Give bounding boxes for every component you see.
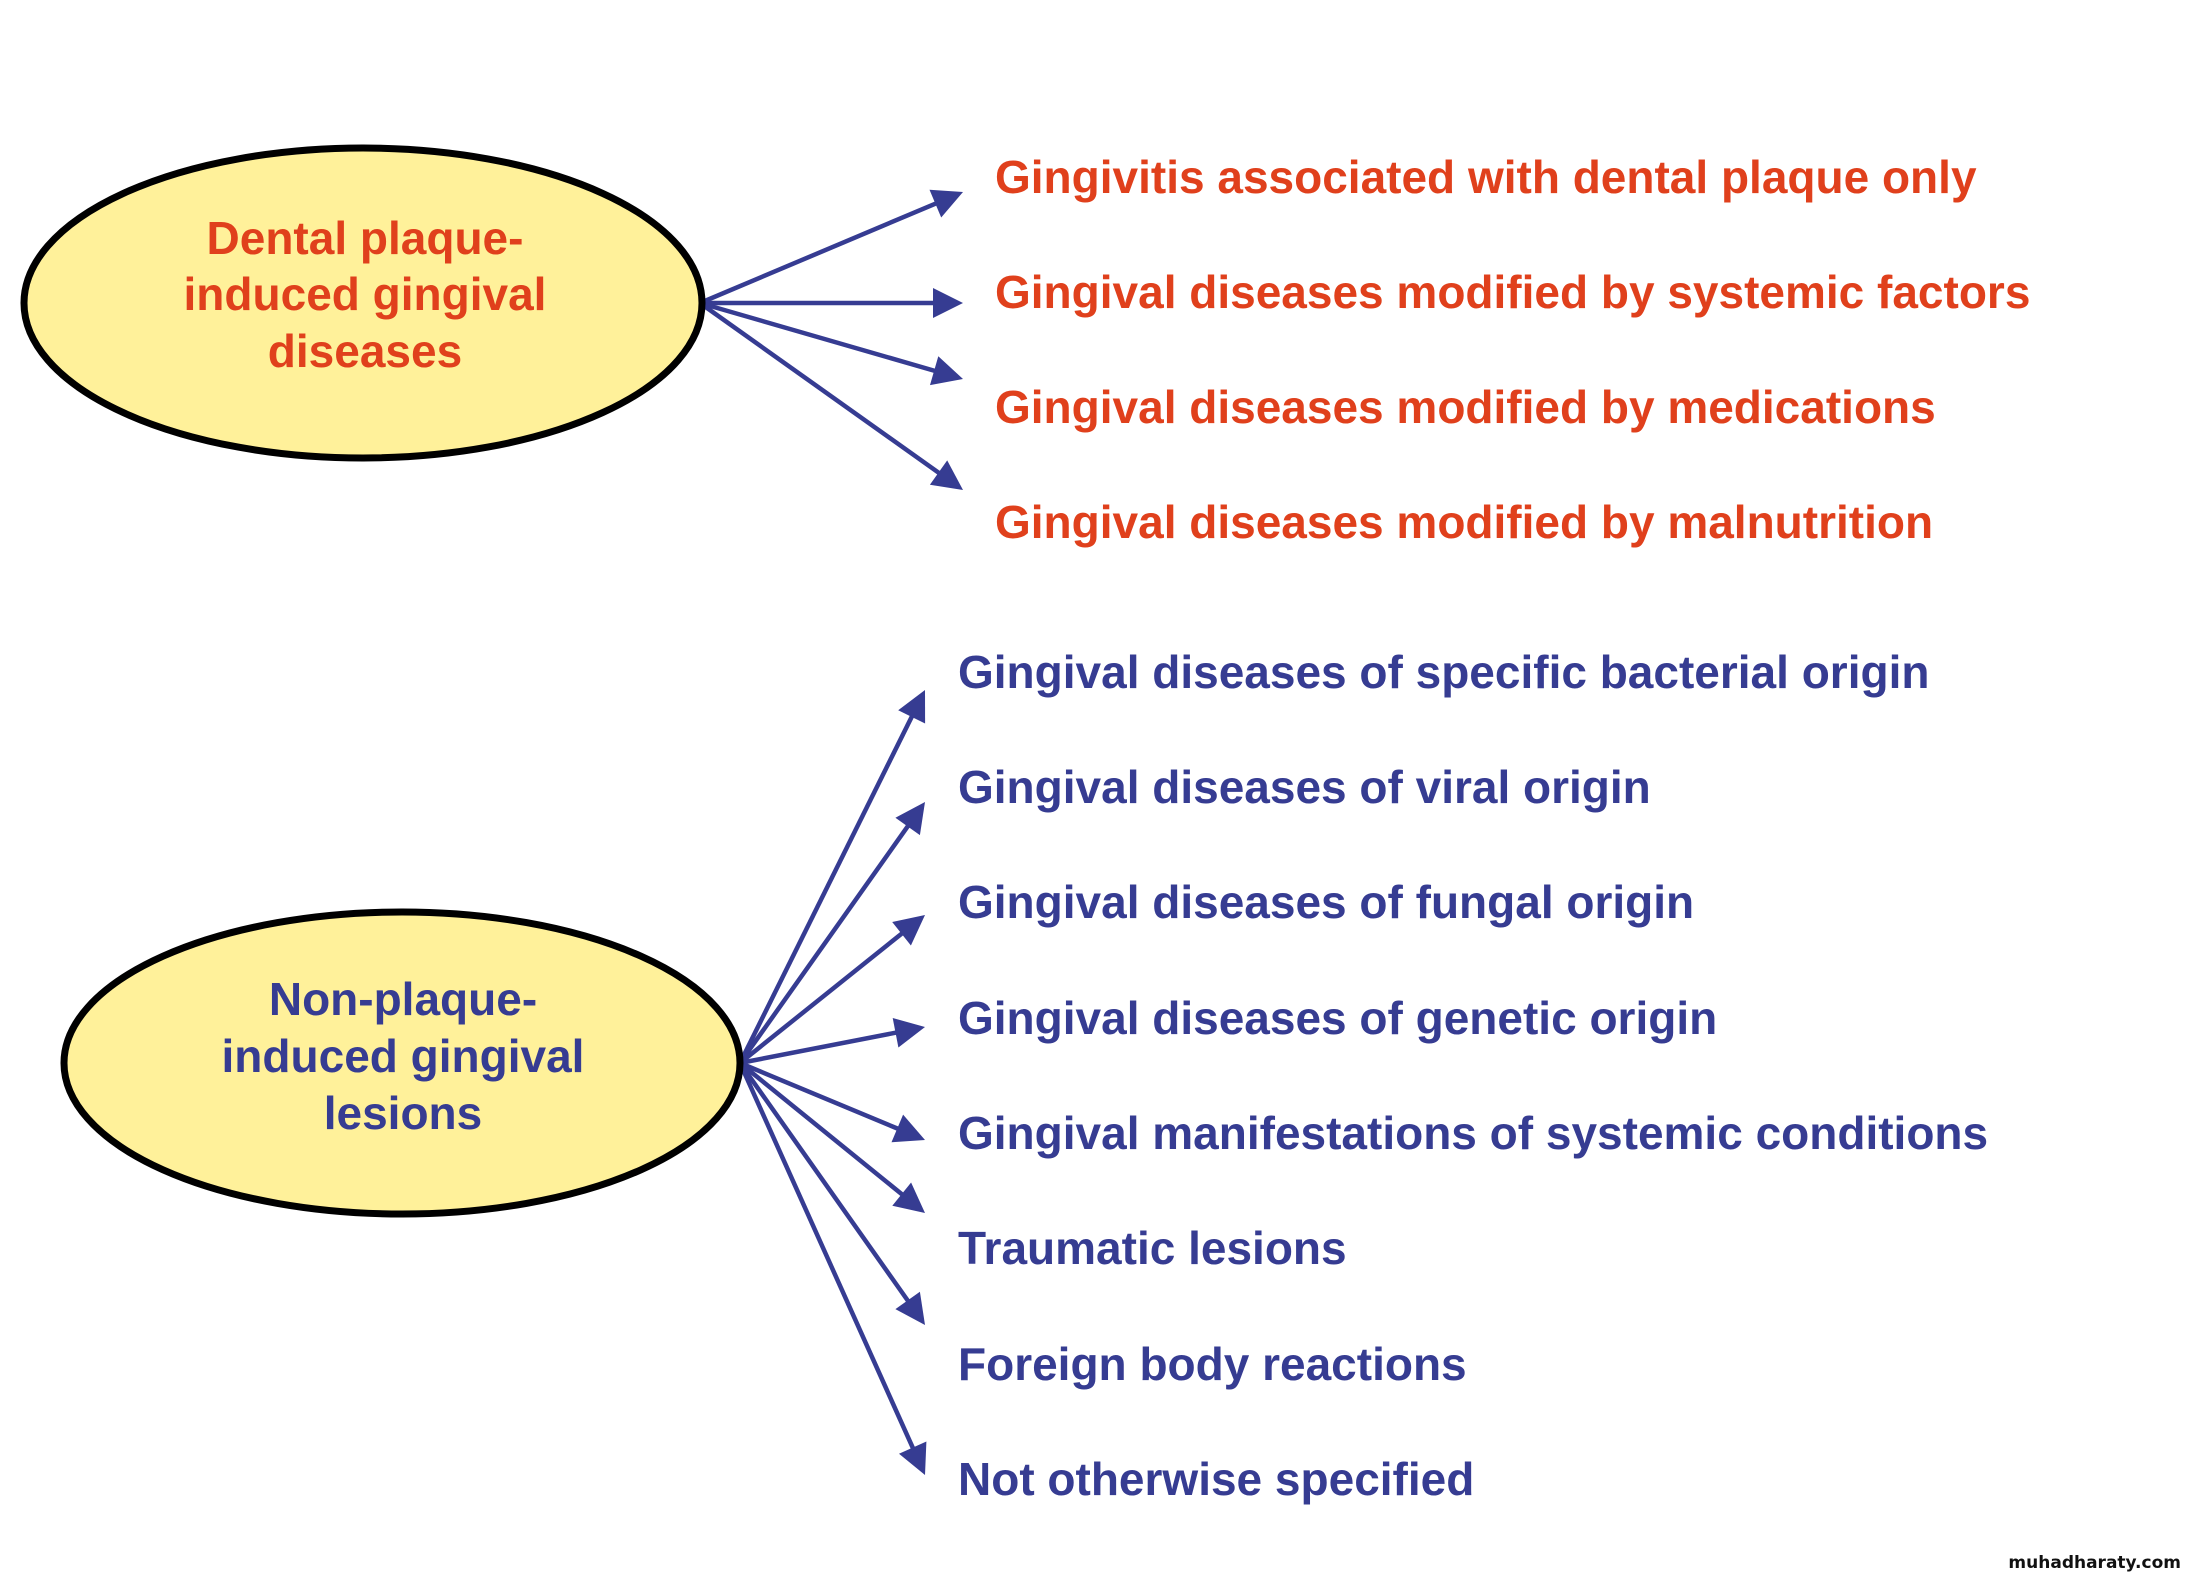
arrowhead-icon bbox=[891, 1114, 925, 1143]
arrowhead-icon bbox=[929, 189, 963, 218]
connector-arrow-line bbox=[738, 1061, 905, 1198]
plaque-item-1: Gingivitis associated with dental plaque… bbox=[995, 151, 1977, 203]
non-plaque-item-6: Traumatic lesions bbox=[958, 1222, 1347, 1274]
connector-arrow-line bbox=[698, 301, 942, 476]
connector-arrow-line bbox=[738, 1061, 911, 1304]
arrowhead-icon bbox=[933, 288, 963, 318]
connector-arrow-line bbox=[699, 200, 939, 306]
non-plaque-item-4: Gingival diseases of genetic origin bbox=[958, 992, 1717, 1044]
plaque-induced-node bbox=[20, 144, 706, 462]
non-plaque-item-1: Gingival diseases of specific bacterial … bbox=[958, 646, 1929, 698]
non-plaque-item-8: Not otherwise specified bbox=[958, 1453, 1474, 1505]
plaque-induced-title-line-1: Dental plaque- bbox=[207, 212, 524, 264]
arrowhead-icon bbox=[899, 1441, 927, 1475]
arrowhead-icon bbox=[895, 1291, 925, 1325]
arrowhead-icon bbox=[892, 1182, 925, 1213]
arrows-plaque-induced bbox=[698, 189, 963, 490]
arrowhead-icon bbox=[929, 460, 963, 490]
connector-arrow-line bbox=[739, 1030, 898, 1066]
plaque-induced-title-line-3: diseases bbox=[268, 325, 462, 377]
plaque-item-4: Gingival diseases modified by malnutriti… bbox=[995, 496, 1933, 548]
arrowhead-icon bbox=[898, 690, 926, 724]
non-plaque-item-3: Gingival diseases of fungal origin bbox=[958, 876, 1694, 928]
non-plaque-item-5: Gingival manifestations of systemic cond… bbox=[958, 1107, 1988, 1159]
group-plaque-induced: Dental plaque- induced gingival diseases… bbox=[20, 144, 2030, 548]
plaque-induced-title-line-2: induced gingival bbox=[184, 268, 547, 320]
plaque-item-3: Gingival diseases modified by medication… bbox=[995, 381, 1936, 433]
connector-arrow-line bbox=[739, 1060, 901, 1132]
connector-arrow-line bbox=[738, 930, 905, 1065]
watermark: muhadharaty.com bbox=[2008, 1553, 2181, 1573]
non-plaque-item-7: Foreign body reactions bbox=[958, 1338, 1467, 1390]
plaque-item-2: Gingival diseases modified by systemic f… bbox=[995, 266, 2030, 318]
connector-arrow-line bbox=[737, 714, 915, 1064]
arrows-non-plaque-induced bbox=[737, 690, 927, 1475]
arrowhead-icon bbox=[895, 802, 925, 836]
connector-arrow-line bbox=[699, 300, 937, 374]
non-plaque-induced-node bbox=[60, 908, 744, 1218]
non-plaque-induced-title-line-3: lesions bbox=[324, 1087, 483, 1139]
non-plaque-induced-title-line-2: induced gingival bbox=[222, 1030, 585, 1082]
arrowhead-icon bbox=[892, 915, 925, 946]
arrowhead-icon bbox=[930, 356, 963, 386]
group-non-plaque-induced: Non-plaque- induced gingival lesions Gin… bbox=[60, 646, 1988, 1505]
connector-arrow-line bbox=[737, 1062, 916, 1451]
non-plaque-item-2: Gingival diseases of viral origin bbox=[958, 761, 1651, 813]
connector-arrow-line bbox=[738, 823, 911, 1065]
arrowhead-icon bbox=[892, 1018, 925, 1048]
non-plaque-induced-title-line-1: Non-plaque- bbox=[269, 973, 537, 1025]
